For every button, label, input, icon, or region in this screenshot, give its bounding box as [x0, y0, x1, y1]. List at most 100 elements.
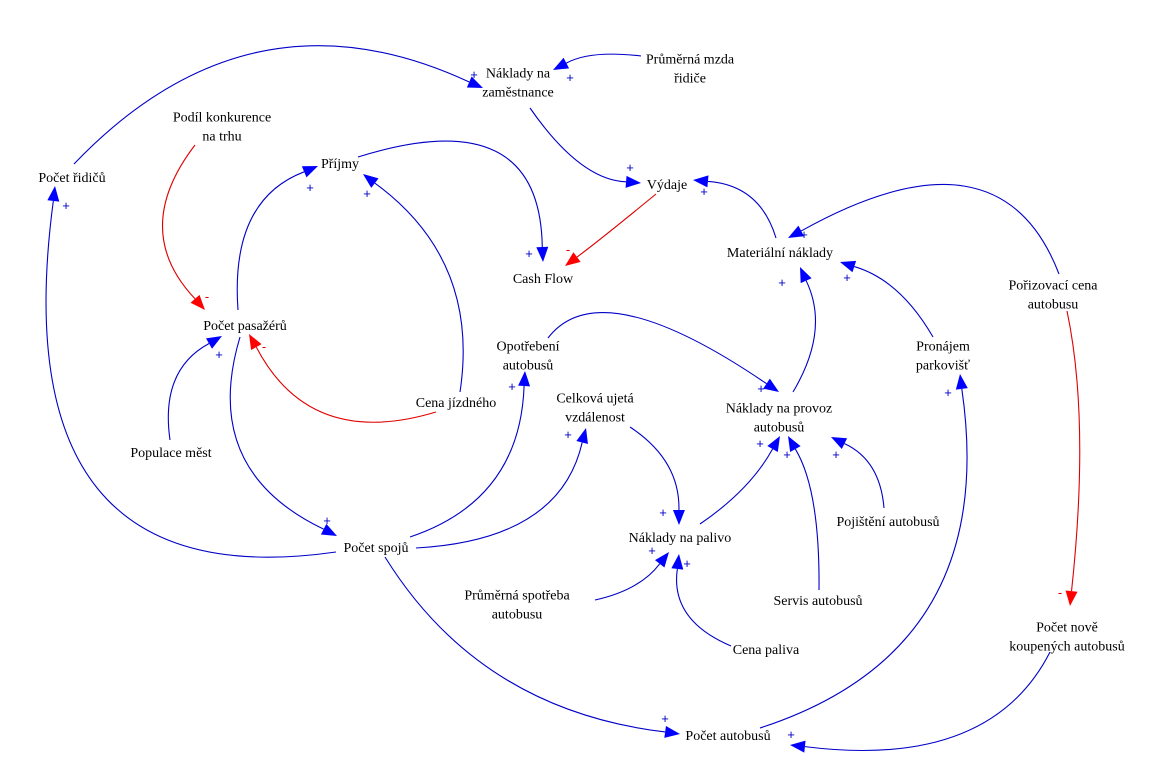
- causal-link-pocet_spoju-to-pocet_autobusu: +: [384, 556, 680, 738]
- causal-link-materialni_naklady-to-vydaje: +: [693, 175, 777, 239]
- arrowhead-icon: [788, 436, 801, 453]
- edges-layer: ++++-+++--++++++++++++++++-++: [45, 45, 1081, 753]
- variable-materialni-naklady: Materiální náklady: [727, 246, 833, 261]
- polarity-label: -: [566, 242, 570, 257]
- link-curve: [229, 336, 324, 530]
- arrowhead-icon: [1065, 590, 1078, 606]
- causal-link-pronajem-to-materialni_naklady: +: [840, 260, 934, 338]
- arrowhead-icon: [655, 552, 669, 568]
- variable-servis: Servis autobusů: [773, 594, 862, 609]
- causal-link-podil_konkurence-to-pocet_pasazeru: -: [161, 144, 209, 310]
- variable-label-line: Počet nově: [1036, 621, 1098, 636]
- link-curve: [594, 563, 661, 601]
- variable-label-line: na trhu: [202, 130, 241, 145]
- polarity-label: +: [944, 385, 952, 400]
- link-curve: [374, 182, 464, 393]
- causal-link-pocet_novych-to-pocet_autobusu: +: [787, 651, 1051, 753]
- variable-pojisteni: Pojištění autobusů: [836, 515, 939, 530]
- polarity-label: +: [700, 184, 708, 199]
- arrowhead-icon: [693, 175, 709, 188]
- link-curve: [547, 312, 767, 385]
- variable-label-line: Cash Flow: [513, 272, 574, 287]
- link-curve: [794, 448, 820, 591]
- causal-link-celkova_vzdalenost-to-naklady_palivo: +: [629, 426, 685, 525]
- polarity-label: +: [648, 543, 656, 558]
- variable-label-line: Náklady na palivo: [629, 531, 732, 546]
- causal-link-naklady_provoz-to-materialni_naklady: +: [778, 267, 817, 393]
- arrowhead-icon: [671, 554, 684, 570]
- polarity-label: +: [661, 711, 669, 726]
- variable-label-line: Počet autobusů: [685, 729, 770, 744]
- variable-label-line: Pojištění autobusů: [836, 515, 939, 530]
- causal-link-pocet_pasazeru-to-prijmy: +: [236, 166, 318, 311]
- arrowhead-icon: [840, 260, 857, 273]
- variable-label-line: koupených autobusů: [1009, 640, 1124, 655]
- link-curve: [792, 280, 817, 393]
- arrowhead-icon: [565, 252, 581, 266]
- polarity-label: +: [832, 447, 840, 462]
- polarity-label: +: [778, 275, 786, 290]
- causal-link-prijmy-to-cash_flow: +: [357, 140, 549, 262]
- variable-label-line: Materiální náklady: [727, 246, 833, 261]
- arrowhead-icon: [553, 57, 570, 70]
- causal-link-pocet_pasazeru-to-pocet_spoju: +: [229, 336, 337, 536]
- causal-link-porizovaci_cena-to-pocet_novych: -: [1058, 310, 1081, 606]
- arrowhead-icon: [672, 509, 685, 525]
- link-curve: [804, 651, 1051, 752]
- causal-link-cena_jizdneho-to-prijmy: +: [363, 174, 464, 393]
- variable-label-line: Podíl konkurence: [173, 111, 271, 126]
- polarity-label: -: [262, 339, 266, 354]
- arrowhead-icon: [466, 76, 483, 88]
- variable-prijmy: Příjmy: [321, 157, 359, 172]
- variable-pocet-novych: Počet nově koupených autobusů: [1009, 621, 1124, 655]
- causal-link-porizovaci_cena-to-materialni_naklady: +: [788, 183, 1060, 275]
- variable-pocet-pasazeru: Počet pasažérů: [203, 319, 287, 334]
- link-curve: [566, 53, 642, 64]
- causal-link-prumerna_mzda-to-naklady_zam: +: [553, 53, 642, 85]
- variable-label-line: Počet spojů: [344, 541, 409, 556]
- variable-label-line: Výdaje: [647, 178, 687, 193]
- arrowhead-icon: [664, 726, 680, 738]
- polarity-label: +: [215, 347, 223, 362]
- link-curve: [45, 200, 337, 558]
- link-curve: [676, 568, 732, 647]
- link-curve: [73, 45, 470, 165]
- polarity-label: +: [659, 505, 667, 520]
- polarity-label: +: [306, 180, 314, 195]
- arrowhead-icon: [206, 336, 222, 349]
- arrowhead-icon: [955, 374, 968, 390]
- polarity-label: +: [62, 198, 70, 213]
- causal-link-pocet_spoju-to-opotrebeni: +: [409, 371, 531, 538]
- causal-link-populace-to-pocet_pasazeru: +: [167, 336, 223, 441]
- arrowhead-icon: [320, 523, 337, 536]
- variable-label-line: Cena jízdného: [416, 396, 496, 411]
- variable-label-line: řidiče: [674, 72, 706, 87]
- causal-link-naklady_palivo-to-naklady_provoz: +: [699, 436, 780, 525]
- link-curve: [699, 448, 774, 525]
- variable-label-line: Průměrná spotřeba: [464, 589, 570, 604]
- variable-label-line: Náklady na provoz: [726, 402, 833, 417]
- arrowhead-icon: [190, 294, 205, 310]
- link-curve: [161, 144, 196, 300]
- variable-podil-konkurence: Podíl konkurence na trhu: [173, 111, 271, 145]
- arrowhead-icon: [767, 436, 780, 453]
- variable-label-line: Cena paliva: [733, 643, 800, 658]
- link-curve: [255, 346, 437, 423]
- polarity-label: +: [757, 381, 765, 396]
- polarity-label: +: [626, 160, 634, 175]
- arrowhead-icon: [576, 428, 588, 445]
- polarity-label: +: [508, 379, 516, 394]
- link-curve: [844, 443, 885, 509]
- polarity-label: +: [843, 270, 851, 285]
- variable-label-line: autobusů: [754, 421, 805, 436]
- polarity-label: +: [564, 427, 572, 442]
- link-curve: [576, 193, 657, 258]
- variable-naklady-provoz: Náklady na provoz autobusů: [726, 402, 833, 436]
- link-curve: [357, 140, 543, 248]
- link-curve: [167, 343, 210, 441]
- causal-link-pocet_spoju-to-pocet_ridicu: +: [45, 186, 337, 558]
